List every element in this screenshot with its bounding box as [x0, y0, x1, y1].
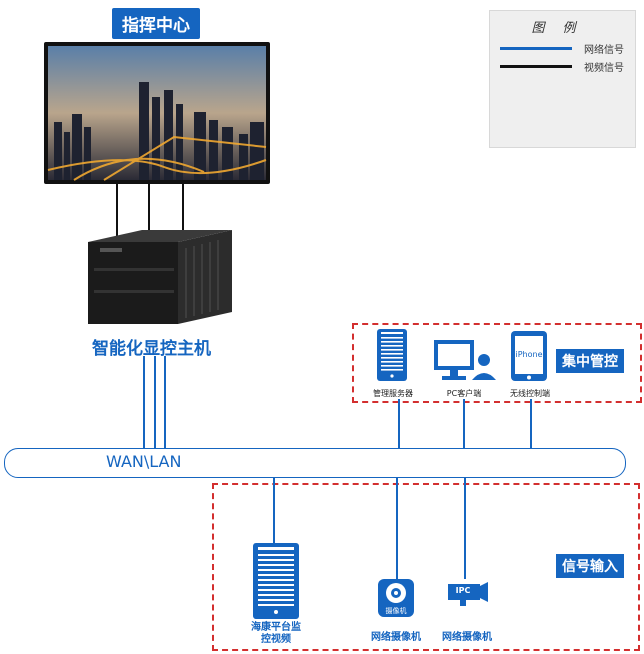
tablet-network-line [530, 399, 532, 449]
display-host-label: 智能化显控主机 [92, 339, 211, 359]
video-signal-line-2 [148, 184, 150, 240]
dome-camera-label: 网络摄像机 [371, 632, 421, 643]
host-network-line-2 [154, 356, 156, 448]
signal-input-section-label: 信号输入 [556, 554, 624, 578]
legend-box: 图例 网络信号 视频信号 [489, 10, 636, 148]
bullet-camera-icon [446, 580, 490, 608]
legend-label-network: 网络信号 [584, 45, 624, 56]
wan-lan-label: WAN\LAN [106, 452, 182, 471]
tablet-icon [510, 330, 548, 382]
host-network-line-1 [143, 356, 145, 448]
bullet-camera-label: 网络摄像机 [442, 632, 492, 643]
legend-item-network: 网络信号 [500, 41, 630, 56]
platform-network-line [273, 477, 275, 543]
command-center-title: 指挥中心 [112, 8, 200, 39]
video-signal-line-1 [116, 184, 118, 246]
dome-camera-icon [377, 578, 415, 618]
dome-camera-network-line [396, 477, 398, 579]
tablet-label: 无线控制端 [510, 389, 550, 398]
video-signal-line-3 [182, 184, 184, 240]
management-server-label: 管理服务器 [373, 389, 413, 398]
bullet-camera-network-line [464, 477, 466, 579]
legend-line-video [500, 65, 572, 68]
wan-lan-bus [4, 448, 626, 478]
display-host-device [82, 228, 238, 328]
management-section-label: 集中管控 [556, 349, 624, 373]
legend-item-video: 视频信号 [500, 59, 630, 74]
legend-title: 图例 [531, 21, 594, 36]
pc-network-line [463, 399, 465, 449]
video-wall-screen [44, 42, 270, 184]
host-network-line-3 [164, 356, 166, 448]
pc-client-label: PC客户端 [446, 389, 482, 398]
management-section-box [352, 323, 642, 403]
bullet-camera-badge: IPC [455, 586, 471, 595]
signal-input-section-box [212, 483, 640, 651]
tablet-screen-text: iPhone [515, 350, 543, 359]
legend-line-network [500, 47, 572, 50]
dome-camera-badge: 摄像机 [385, 607, 407, 615]
platform-server-icon [252, 542, 300, 620]
platform-server-label: 海康平台监控视频 [251, 622, 301, 645]
management-server-icon [376, 328, 408, 382]
pc-client-icon [432, 338, 496, 382]
server-network-line [398, 399, 400, 449]
legend-label-video: 视频信号 [584, 63, 624, 74]
